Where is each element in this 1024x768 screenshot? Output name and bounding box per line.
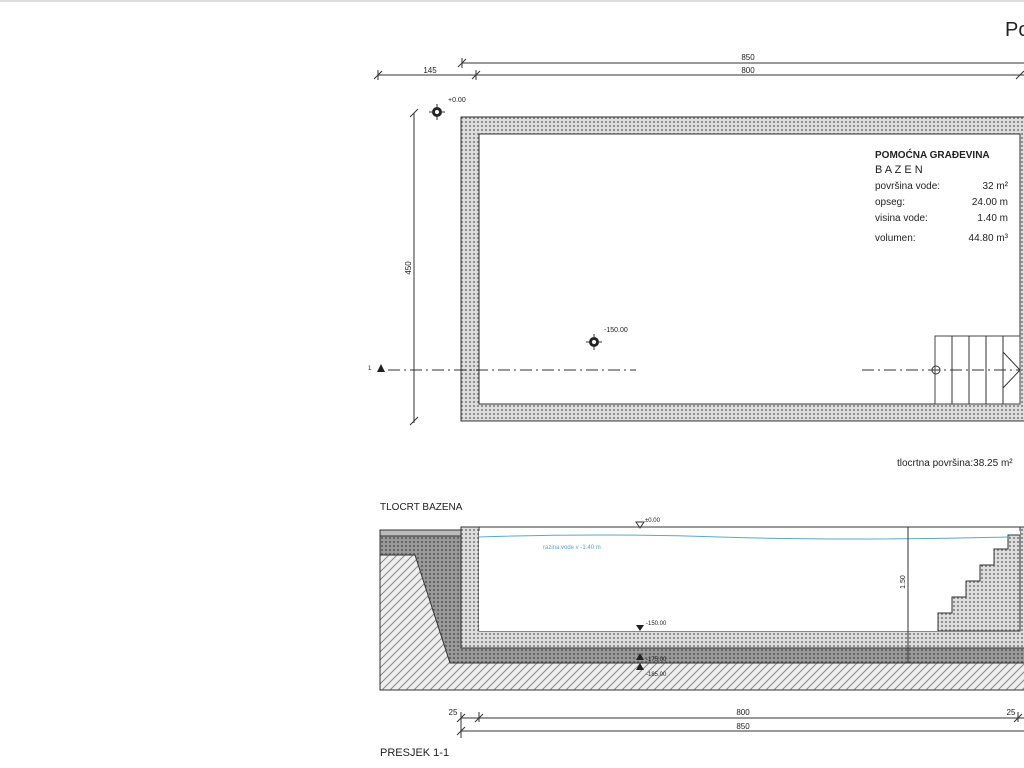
dim-overall: 850 <box>736 722 750 731</box>
section-arrow-icon <box>377 364 385 372</box>
elevation-top-label: +0.00 <box>448 97 466 104</box>
dim-left-wall: 25 <box>449 708 458 717</box>
water-level-label: razina vode v -1.40 m <box>543 545 601 551</box>
svg-text:1.40 m: 1.40 m <box>977 213 1008 224</box>
section-elevation-floor: -150.00 <box>646 621 667 627</box>
level-marker-icon <box>636 625 644 631</box>
section-elevation-top: ±0.00 <box>645 518 661 524</box>
dim-inner: 800 <box>736 708 750 717</box>
svg-text:volumen:: volumen: <box>875 233 916 244</box>
section-elevation-slab: -175.00 <box>646 657 667 663</box>
svg-text:32 m²: 32 m² <box>982 181 1008 192</box>
elevation-bottom-label: -150.00 <box>604 327 628 334</box>
svg-text:opseg:: opseg: <box>875 197 905 208</box>
pool-info-block: POMOĆNA GRAĐEVINA B A Z E N površina vod… <box>875 148 1009 244</box>
pool-section <box>379 521 1024 691</box>
elevation-marker-bottom-icon <box>586 334 602 350</box>
stairs-plan <box>934 335 1021 405</box>
dim-800: 800 <box>741 66 755 75</box>
svg-text:površina vode:: površina vode: <box>875 181 940 192</box>
floor-area-label: tlocrtna površina:38.25 m² <box>897 458 1013 469</box>
level-marker-icon <box>636 653 644 670</box>
water-line <box>478 534 1011 540</box>
elevation-marker-top-icon <box>429 104 445 120</box>
dim-450: 450 <box>404 261 413 275</box>
depth-dim: 1.50 <box>900 575 907 589</box>
dim-right-wall: 25 <box>1007 708 1016 717</box>
level-marker-icon <box>635 521 645 529</box>
dim-145: 145 <box>423 66 437 75</box>
plan-dimensions <box>373 58 1024 426</box>
section-elevation-base: -185.00 <box>646 672 667 678</box>
section-line <box>377 364 1020 375</box>
plan-caption: TLOCRT BAZENA <box>380 502 463 513</box>
section-marker-label: 1 <box>368 366 372 372</box>
svg-text:44.80 m³: 44.80 m³ <box>969 233 1009 244</box>
section-dimensions <box>456 712 1024 738</box>
info-subheading: B A Z E N <box>875 164 923 176</box>
dim-850: 850 <box>741 53 755 62</box>
section-caption: PRESJEK 1-1 <box>380 747 449 759</box>
svg-text:visina vode:: visina vode: <box>875 213 928 224</box>
svg-text:24.00 m: 24.00 m <box>972 197 1008 208</box>
pool-wall-plan <box>460 116 1024 422</box>
sheet-title: Po <box>1005 19 1024 41</box>
info-heading: POMOĆNA GRAĐEVINA <box>875 148 990 161</box>
